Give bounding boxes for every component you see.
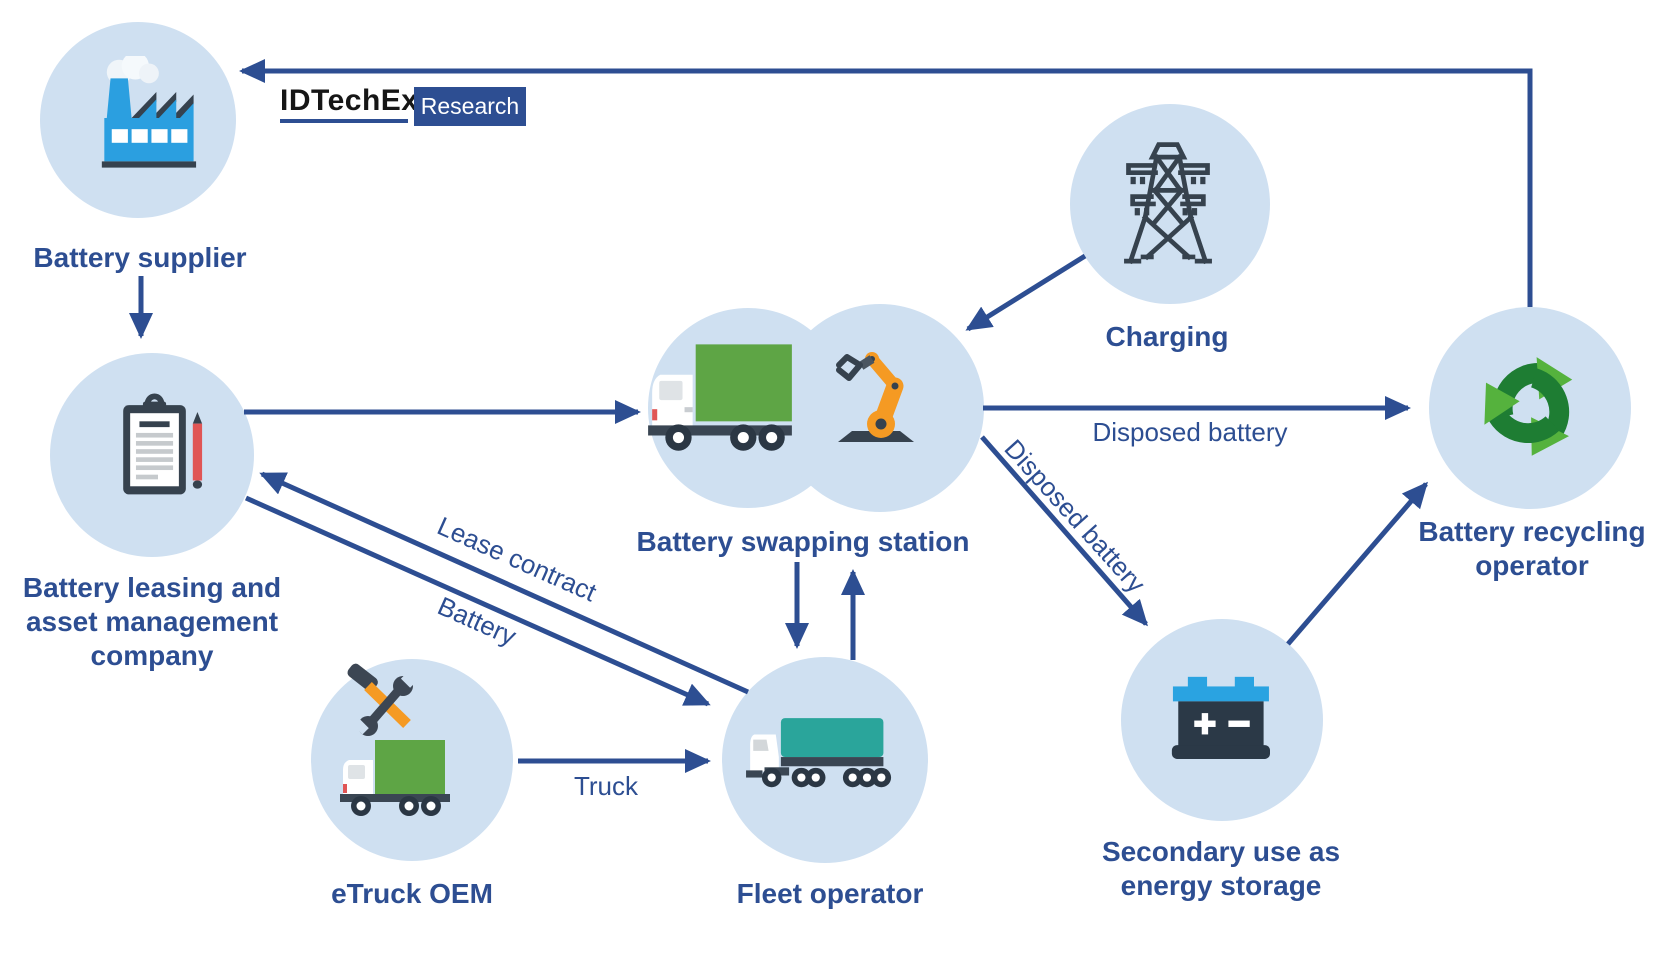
arrow-charging-to-swapping — [965, 253, 1087, 332]
label-battery-recycling: Battery recycling operator — [1418, 516, 1646, 581]
node-circle-battery-recycling — [1429, 307, 1631, 509]
arrow-swapping-to-secondary — [980, 435, 1148, 627]
arrow-recycling-to-supplier — [238, 59, 1533, 307]
label-secondary-use: Secondary use as energy storage — [1101, 836, 1341, 901]
robot-arm-icon — [826, 334, 926, 449]
label-battery-swapping: Battery swapping station — [636, 526, 970, 557]
label-charging: Charging — [1105, 321, 1229, 352]
edge-label-truck: Truck — [573, 771, 639, 801]
edge-label-disposed-battery-recycling: Disposed battery — [1092, 417, 1288, 447]
label-fleet-operator: Fleet operator — [736, 878, 924, 909]
storage-battery-icon — [1158, 666, 1286, 773]
arrow-secondary-to-recycling — [1286, 481, 1428, 646]
swap-station-truck-icon — [640, 336, 802, 453]
label-etruck-oem: eTruck OEM — [331, 878, 493, 909]
arrow-leasing-to-fleet-battery — [244, 495, 711, 707]
recycling-arrows-icon — [1464, 340, 1596, 472]
clipboard-pencil-icon — [100, 390, 216, 506]
idtechex-logo-text: IDTechEx — [280, 84, 419, 117]
arrow-fleet-to-leasing-lease-contract — [259, 471, 750, 695]
label-battery-leasing: Battery leasing and asset management com… — [22, 572, 282, 671]
idtechex-logo-underline — [280, 119, 408, 123]
label-battery-supplier: Battery supplier — [33, 242, 247, 273]
transmission-tower-icon — [1116, 130, 1220, 282]
factory-icon — [82, 52, 206, 180]
semi-truck-icon — [744, 714, 908, 796]
idtechex-research-badge: Research — [414, 87, 526, 126]
hammer-wrench-truck-icon — [335, 660, 485, 820]
